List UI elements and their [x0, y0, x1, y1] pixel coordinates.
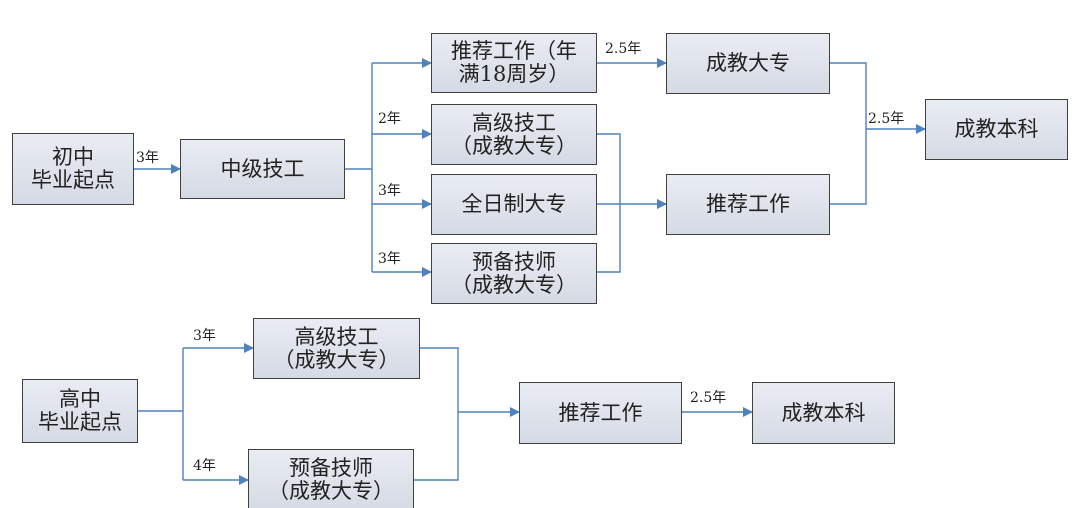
box-hs-recommend-job: 推荐工作 — [519, 382, 682, 444]
label-fulltime-years: 3年 — [378, 183, 401, 199]
box-hs-prep-technician: 预备技师 （成教大专） — [248, 449, 414, 508]
label-recommend18-years: 2.5年 — [605, 41, 642, 57]
box-recommend-job: 推荐工作 — [666, 174, 830, 235]
box-middle-school-start: 初中 毕业起点 — [12, 133, 134, 205]
box-intermediate-technician: 中级技工 — [180, 139, 345, 199]
box-hs-senior-technician: 高级技工 （成教大专） — [253, 318, 420, 379]
label-hs-senior-tech-years: 3年 — [193, 328, 216, 344]
box-adult-bachelor: 成教本科 — [925, 99, 1068, 160]
label-senior-tech-years: 2年 — [378, 111, 401, 127]
box-fulltime-college: 全日制大专 — [431, 174, 597, 235]
label-hs-prep-technician-years: 4年 — [193, 458, 216, 474]
label-prep-technician-years: 3年 — [378, 251, 401, 267]
box-recommend-job-age18: 推荐工作（年 满18周岁） — [431, 33, 597, 93]
box-hs-adult-bachelor: 成教本科 — [752, 382, 895, 444]
connector-hs-merge — [414, 347, 459, 481]
box-senior-technician: 高级技工 （成教大专） — [431, 104, 597, 165]
label-ms-start-years: 3年 — [136, 150, 159, 166]
connector-senior-tech-out — [597, 133, 621, 273]
label-hs-bachelor-years: 2.5年 — [690, 390, 727, 406]
box-high-school-start: 高中 毕业起点 — [22, 379, 138, 443]
label-bachelor-years: 2.5年 — [868, 111, 905, 127]
connector-adult-college-out — [830, 62, 867, 205]
box-prep-technician: 预备技师 （成教大专） — [431, 243, 597, 304]
box-adult-college: 成教大专 — [666, 33, 830, 94]
